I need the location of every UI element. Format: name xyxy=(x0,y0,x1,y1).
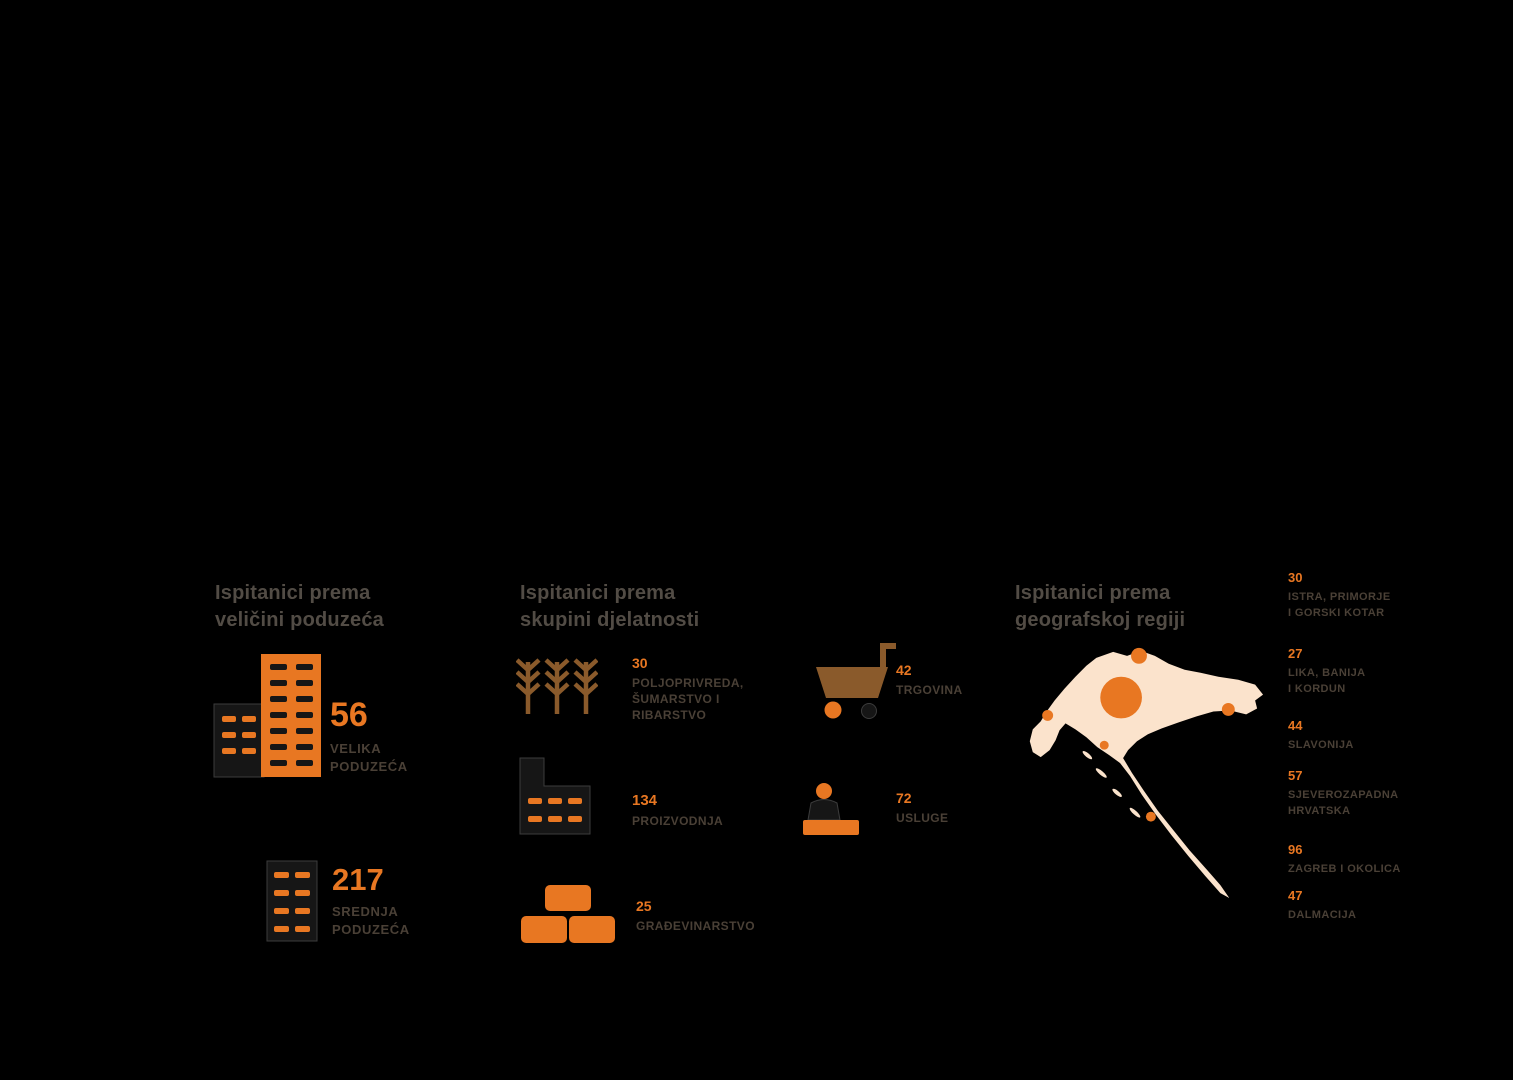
croatia-map xyxy=(1029,647,1264,899)
label-line: ZAGREB I OKOLICA xyxy=(1288,863,1401,875)
region-item-zagreb: 96 ZAGREB I OKOLICA xyxy=(1288,842,1438,877)
region-item-sjeverozapadna: 57 SJEVEROZAPADNA HRVATSKA xyxy=(1288,768,1438,819)
region-value: 96 xyxy=(1288,842,1303,857)
activity-value: 134 xyxy=(632,792,658,809)
label-medium-companies: SREDNJA PODUZEĆA xyxy=(332,903,410,939)
label-line: VELIKA xyxy=(330,741,382,756)
cart-icon xyxy=(816,643,896,719)
bubble-zagreb xyxy=(1100,676,1142,719)
activity-value: 42 xyxy=(896,662,912,678)
activity-value: 72 xyxy=(896,790,912,806)
title-line: veličini poduzeća xyxy=(215,608,385,631)
region-label: LIKA, BANIJA I KORDUN xyxy=(1288,665,1438,697)
label-line: DALMACIJA xyxy=(1288,909,1357,921)
buildings-icon xyxy=(213,654,321,778)
region-label: SLAVONIJA xyxy=(1288,737,1438,753)
bubble-northwest xyxy=(1131,647,1147,664)
section-title-activity: Ispitanici prema skupini djelatnosti xyxy=(520,580,760,634)
activity-label: GRAĐEVINARSTVO xyxy=(636,919,755,933)
bubble-istria xyxy=(1042,709,1054,721)
building-icon xyxy=(266,860,318,942)
activity-label: USLUGE xyxy=(896,811,949,825)
activity-item-manufacturing: 134 PROIZVODNJA xyxy=(632,792,792,829)
title-line: Ispitanici prema xyxy=(520,581,676,604)
title-line: Ispitanici prema xyxy=(215,581,371,604)
region-label: ZAGREB I OKOLICA xyxy=(1288,861,1438,877)
label-line: HRVATSKA xyxy=(1288,805,1351,817)
label-line: PODUZEĆA xyxy=(330,759,408,774)
region-value: 47 xyxy=(1288,888,1303,903)
title-line: geografskoj regiji xyxy=(1015,608,1186,631)
activity-item-agriculture: 30 POLJOPRIVREDA, ŠUMARSTVO I RIBARSTVO xyxy=(632,655,760,723)
activity-item-construction: 25 GRAĐEVINARSTVO xyxy=(636,898,806,934)
label-line: I KORDUN xyxy=(1288,683,1346,695)
region-label: DALMACIJA xyxy=(1288,907,1438,923)
region-item-slavonija: 44 SLAVONIJA xyxy=(1288,718,1438,753)
region-label: ISTRA, PRIMORJE I GORSKI KOTAR xyxy=(1288,589,1438,621)
label-line: I GORSKI KOTAR xyxy=(1288,607,1385,619)
region-value: 44 xyxy=(1288,718,1303,733)
value-medium-companies: 217 xyxy=(332,862,384,897)
region-bubbles xyxy=(1042,647,1235,822)
section-title-company-size: Ispitanici prema veličini poduzeća xyxy=(215,580,445,634)
activity-value: 30 xyxy=(632,655,648,671)
label-line: SJEVEROZAPADNA xyxy=(1288,789,1399,801)
label-large-companies: VELIKA PODUZEĆA xyxy=(330,740,408,776)
label-line: LIKA, BANIJA xyxy=(1288,667,1366,679)
activity-label: TRGOVINA xyxy=(896,683,963,697)
title-line: skupini djelatnosti xyxy=(520,608,700,631)
label-line: SREDNJA xyxy=(332,904,399,919)
bubble-slavonija xyxy=(1221,703,1235,716)
trees-icon xyxy=(516,658,598,714)
factory-icon xyxy=(519,757,591,835)
person-desk-icon xyxy=(803,783,859,835)
region-item-dalmacija: 47 DALMACIJA xyxy=(1288,888,1438,923)
region-item-istra: 30 ISTRA, PRIMORJE I GORSKI KOTAR xyxy=(1288,570,1438,621)
region-value: 27 xyxy=(1288,646,1303,661)
bricks-icon xyxy=(521,885,615,943)
bubble-dalmacija xyxy=(1145,811,1156,822)
islands xyxy=(1082,751,1141,818)
title-line: Ispitanici prema xyxy=(1015,581,1171,604)
activity-value: 25 xyxy=(636,898,652,914)
label-line: PODUZEĆA xyxy=(332,922,410,937)
section-title-regions: Ispitanici prema geografskoj regiji xyxy=(1015,580,1255,634)
croatia-silhouette xyxy=(1029,650,1264,899)
activity-item-trade: 42 TRGOVINA xyxy=(896,662,1036,698)
label-line: ISTRA, PRIMORJE xyxy=(1288,591,1391,603)
label-line: SLAVONIJA xyxy=(1288,739,1354,751)
activity-item-services: 72 USLUGE xyxy=(896,790,1036,826)
region-label: SJEVEROZAPADNA HRVATSKA xyxy=(1288,787,1438,819)
region-item-lika: 27 LIKA, BANIJA I KORDUN xyxy=(1288,646,1438,697)
activity-label: POLJOPRIVREDA, ŠUMARSTVO I RIBARSTVO xyxy=(632,676,744,722)
bubble-lika xyxy=(1099,740,1109,750)
value-large-companies: 56 xyxy=(330,696,368,734)
region-value: 30 xyxy=(1288,570,1303,585)
region-value: 57 xyxy=(1288,768,1303,783)
activity-label: PROIZVODNJA xyxy=(632,814,724,828)
